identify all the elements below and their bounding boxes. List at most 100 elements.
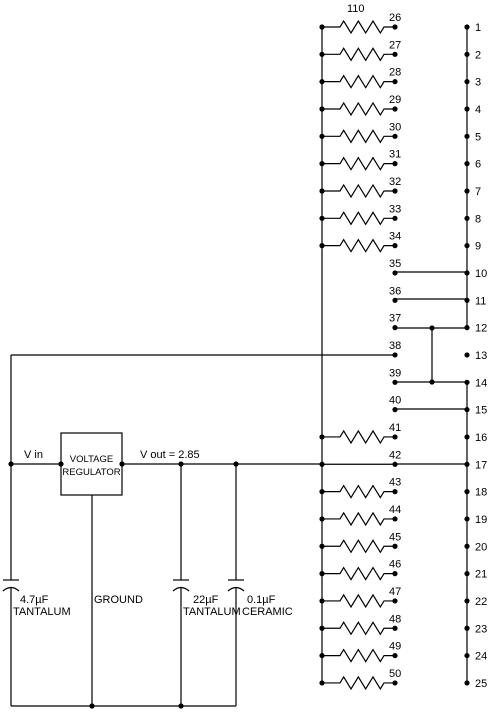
bus-junction-dot bbox=[319, 461, 325, 467]
left-pin-dot bbox=[392, 680, 398, 686]
pin-label-42: 42 bbox=[389, 449, 401, 461]
left-pin-dot bbox=[392, 79, 398, 85]
right-pin-dot bbox=[464, 352, 470, 358]
regulator-label-line2: REGULATOR bbox=[62, 467, 120, 478]
pin-label-9: 9 bbox=[475, 241, 481, 253]
resistor-34 bbox=[322, 238, 395, 253]
capacitor-22uf bbox=[172, 579, 190, 592]
bus-junction-dot bbox=[319, 161, 325, 167]
pin-labels: 2627282930313233343536373839404142434445… bbox=[389, 12, 487, 690]
right-pin-dot bbox=[464, 461, 470, 467]
left-pin-dot bbox=[392, 215, 398, 221]
cap1-value: 4.7µF bbox=[20, 594, 49, 606]
ground-label: GROUND bbox=[94, 594, 143, 606]
bus-junction-dot bbox=[319, 625, 325, 631]
resistor-value-label: 110 bbox=[347, 3, 365, 15]
bus-junction-dot bbox=[319, 652, 325, 659]
pin-label-23: 23 bbox=[475, 623, 487, 635]
regulator-label-line1: VOLTAGE bbox=[70, 454, 113, 465]
pin-label-12: 12 bbox=[475, 323, 487, 335]
resistor-33 bbox=[322, 211, 395, 226]
pin-label-27: 27 bbox=[389, 39, 401, 51]
pin-label-15: 15 bbox=[475, 405, 487, 417]
pin-label-6: 6 bbox=[475, 159, 481, 171]
right-pin-dot bbox=[464, 215, 470, 221]
left-pin-dot bbox=[392, 434, 398, 440]
right-pin-dot bbox=[464, 297, 470, 303]
vout-label: V out = 2.85 bbox=[140, 449, 200, 461]
right-pin-dot bbox=[464, 543, 470, 549]
right-pin-dot bbox=[464, 516, 470, 522]
pin-label-31: 31 bbox=[389, 149, 401, 161]
resistor-50 bbox=[322, 675, 395, 691]
junction-dots bbox=[8, 325, 435, 709]
left-pin-dot bbox=[392, 598, 398, 604]
left-pin-dot bbox=[392, 516, 398, 522]
resistor-array bbox=[322, 19, 395, 691]
pin-label-8: 8 bbox=[475, 213, 481, 225]
pin-label-39: 39 bbox=[389, 367, 401, 379]
right-pin-dot bbox=[464, 133, 470, 139]
pin-label-49: 49 bbox=[389, 641, 401, 653]
left-pin-dot bbox=[392, 652, 398, 659]
pin-label-21: 21 bbox=[475, 569, 487, 581]
pin-label-34: 34 bbox=[389, 231, 401, 243]
pin-label-38: 38 bbox=[389, 340, 401, 352]
pin-label-24: 24 bbox=[475, 651, 487, 663]
right-pin-dot bbox=[464, 625, 470, 631]
left-pin-dot bbox=[392, 297, 398, 303]
pin-dots bbox=[319, 24, 470, 686]
bus-junction-dot bbox=[319, 133, 325, 139]
voltage-regulator: VOLTAGE REGULATOR bbox=[60, 432, 123, 496]
resistor-49 bbox=[322, 648, 395, 663]
pin-label-14: 14 bbox=[475, 377, 487, 389]
pin-label-44: 44 bbox=[389, 504, 401, 516]
bus-junction-dot bbox=[319, 243, 325, 249]
pin-label-35: 35 bbox=[389, 258, 401, 270]
right-pin-dot bbox=[464, 51, 470, 57]
right-pin-dot bbox=[464, 325, 470, 331]
pin-label-3: 3 bbox=[475, 77, 481, 89]
left-pin-dot bbox=[392, 270, 398, 276]
resistor-30 bbox=[322, 129, 395, 144]
left-pin-dot bbox=[392, 489, 398, 495]
cap1-type: TANTALUM bbox=[13, 606, 71, 618]
right-pin-dot bbox=[464, 434, 470, 440]
pin-label-22: 22 bbox=[475, 596, 487, 608]
capacitor-0-1uf bbox=[227, 579, 245, 592]
pin-label-2: 2 bbox=[475, 49, 481, 61]
pin-label-47: 47 bbox=[389, 586, 401, 598]
pin-label-40: 40 bbox=[389, 395, 401, 407]
bus-junction-dot bbox=[319, 680, 325, 686]
pin-label-45: 45 bbox=[389, 531, 401, 543]
pin-label-11: 11 bbox=[475, 295, 486, 307]
right-pin-dot bbox=[464, 379, 470, 385]
resistor-48 bbox=[322, 621, 395, 636]
pin-label-25: 25 bbox=[475, 678, 487, 690]
right-pin-dot bbox=[464, 652, 470, 659]
bus-junction-dot bbox=[319, 434, 325, 440]
resistor-41 bbox=[322, 429, 395, 445]
resistor-29 bbox=[322, 101, 395, 117]
bus-junction-dot bbox=[319, 516, 325, 522]
left-pin-dot bbox=[392, 325, 398, 331]
right-pin-dot bbox=[464, 24, 470, 30]
left-pin-dot bbox=[392, 51, 398, 57]
pin-label-16: 16 bbox=[475, 432, 487, 444]
pin-label-29: 29 bbox=[389, 94, 401, 106]
pin-label-5: 5 bbox=[475, 131, 481, 143]
left-pin-dot bbox=[392, 571, 398, 577]
pin-label-37: 37 bbox=[389, 313, 401, 325]
capacitor-4-7uf bbox=[2, 579, 20, 592]
pin-label-30: 30 bbox=[389, 121, 401, 133]
left-pin-dot bbox=[392, 625, 398, 631]
right-pin-dot bbox=[464, 106, 470, 112]
pin-label-4: 4 bbox=[475, 104, 481, 116]
right-pin-dot bbox=[464, 407, 470, 413]
resistor-45 bbox=[322, 539, 395, 554]
resistor-27 bbox=[322, 47, 395, 62]
left-pin-dot bbox=[392, 24, 398, 30]
pin-label-28: 28 bbox=[389, 67, 401, 79]
pin-label-50: 50 bbox=[389, 668, 401, 680]
